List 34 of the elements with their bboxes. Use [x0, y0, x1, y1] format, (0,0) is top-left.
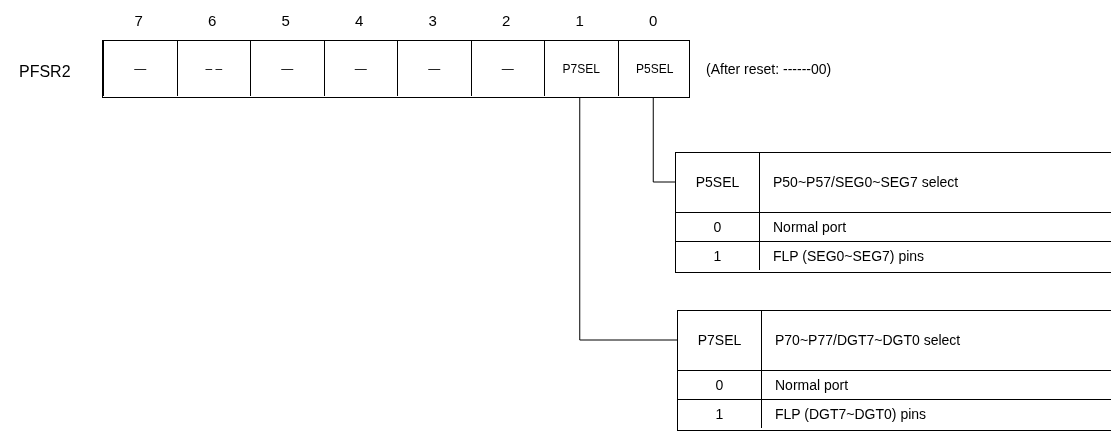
bit-number: 5: [280, 11, 291, 31]
register-name: PFSR2: [19, 62, 71, 82]
table-cell-text: Normal port: [774, 375, 850, 395]
table-cell: 1: [676, 242, 760, 270]
reset-value-note: (After reset: ------00): [706, 60, 832, 79]
bit-cell: P5SEL: [617, 41, 691, 96]
bit-number: 0: [648, 11, 659, 31]
bit-cell: —: [323, 41, 397, 96]
bit-number: 2: [501, 11, 512, 31]
connector-line: [579, 97, 678, 341]
table-cell: 1: [678, 400, 762, 428]
bit-cell: —: [470, 41, 544, 96]
table-cell-text: FLP (SEG0~SEG7) pins: [772, 246, 926, 266]
bit-cell: —: [397, 41, 471, 96]
bit-setting-table: [675, 152, 1111, 273]
connector-line: [652, 97, 676, 183]
bit-cell: P7SEL: [544, 41, 618, 96]
bit-number: 3: [427, 11, 438, 31]
bit-setting-table: [677, 310, 1111, 431]
table-cell-text: FLP (DGT7~DGT0) pins: [774, 404, 928, 424]
table-cell-text: P70~P77/DGT7~DGT0 select: [774, 331, 962, 350]
table-cell-text: P50~P57/SEG0~SEG7 select: [772, 173, 960, 192]
table-cell: P7SEL: [678, 311, 762, 370]
bit-cell: – –: [176, 41, 250, 96]
table-cell-text: Normal port: [772, 217, 848, 237]
bit-number: 4: [354, 11, 365, 31]
table-cell: P5SEL: [676, 153, 760, 212]
bit-cell: —: [103, 41, 177, 96]
bit-cell: —: [250, 41, 324, 96]
table-cell: 0: [678, 371, 762, 399]
bit-number: 6: [207, 11, 218, 31]
bit-number: 1: [574, 11, 585, 31]
bit-number: 7: [133, 11, 144, 31]
table-cell: 0: [676, 213, 760, 241]
